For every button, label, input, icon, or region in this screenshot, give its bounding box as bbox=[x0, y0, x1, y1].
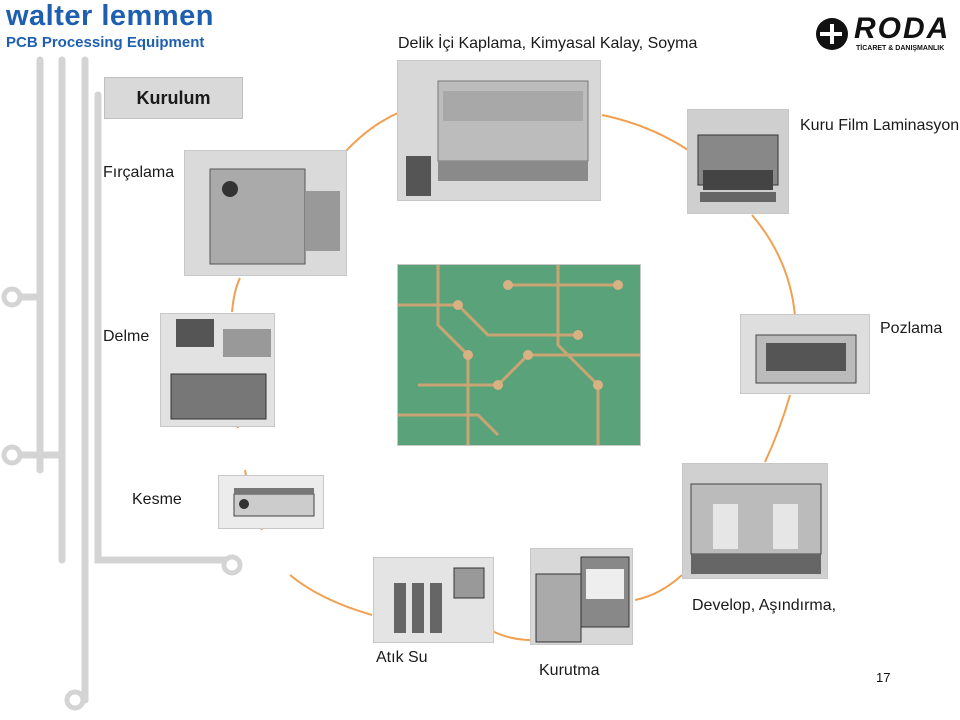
step-label-fircalama: Fırçalama bbox=[103, 164, 175, 181]
drilling-machine-image bbox=[170, 319, 271, 420]
cutter-image bbox=[233, 488, 315, 517]
step-label-delme: Delme bbox=[103, 328, 150, 345]
exposure-unit-image bbox=[755, 334, 857, 384]
roda-emblem-icon bbox=[816, 18, 848, 50]
photo-brushing-machine bbox=[184, 150, 347, 276]
photo-dryer bbox=[530, 548, 633, 645]
brand-tagline: PCB Processing Equipment bbox=[6, 34, 205, 51]
brand-name: walter lemmen bbox=[6, 0, 214, 32]
step-label-pozlama: Pozlama bbox=[880, 320, 943, 337]
photo-developer bbox=[682, 463, 828, 579]
plating-machine-image bbox=[406, 80, 589, 196]
brushing-machine-image bbox=[209, 168, 340, 265]
photo-cutter bbox=[218, 475, 324, 529]
kurulum-label: Kurulum bbox=[104, 77, 243, 119]
photo-laminator bbox=[687, 109, 789, 214]
photo-plating-machine bbox=[397, 60, 601, 201]
roda-logo: RODA TİCARET & DANIŞMANLIK bbox=[812, 12, 952, 56]
roda-logo-tagline: TİCARET & DANIŞMANLIK bbox=[856, 45, 945, 52]
step-label-atiksu: Atık Su bbox=[376, 649, 428, 666]
step-label-delik: Delik İçi Kaplama, Kimyasal Kalay, Soyma bbox=[398, 35, 698, 52]
waste-water-image bbox=[394, 567, 485, 633]
photo-waste-water bbox=[373, 557, 494, 643]
pcb-board-image bbox=[398, 265, 640, 445]
photo-drilling-machine bbox=[160, 313, 275, 427]
laminator-image bbox=[697, 134, 779, 202]
circuit-traces-decoration bbox=[1, 56, 243, 711]
dryer-image bbox=[535, 556, 630, 643]
roda-logo-wordmark: RODA bbox=[854, 12, 951, 45]
developer-image bbox=[690, 483, 822, 574]
page-number: 17 bbox=[876, 670, 891, 685]
photo-exposure-unit bbox=[740, 314, 870, 394]
step-label-laminasyon: Kuru Film Laminasyon bbox=[800, 117, 960, 134]
photo-pcb-board bbox=[397, 264, 641, 446]
step-label-kesme: Kesme bbox=[132, 491, 182, 508]
step-label-develop: Develop, Aşındırma, bbox=[692, 597, 837, 614]
step-label-kurutma: Kurutma bbox=[539, 662, 600, 679]
